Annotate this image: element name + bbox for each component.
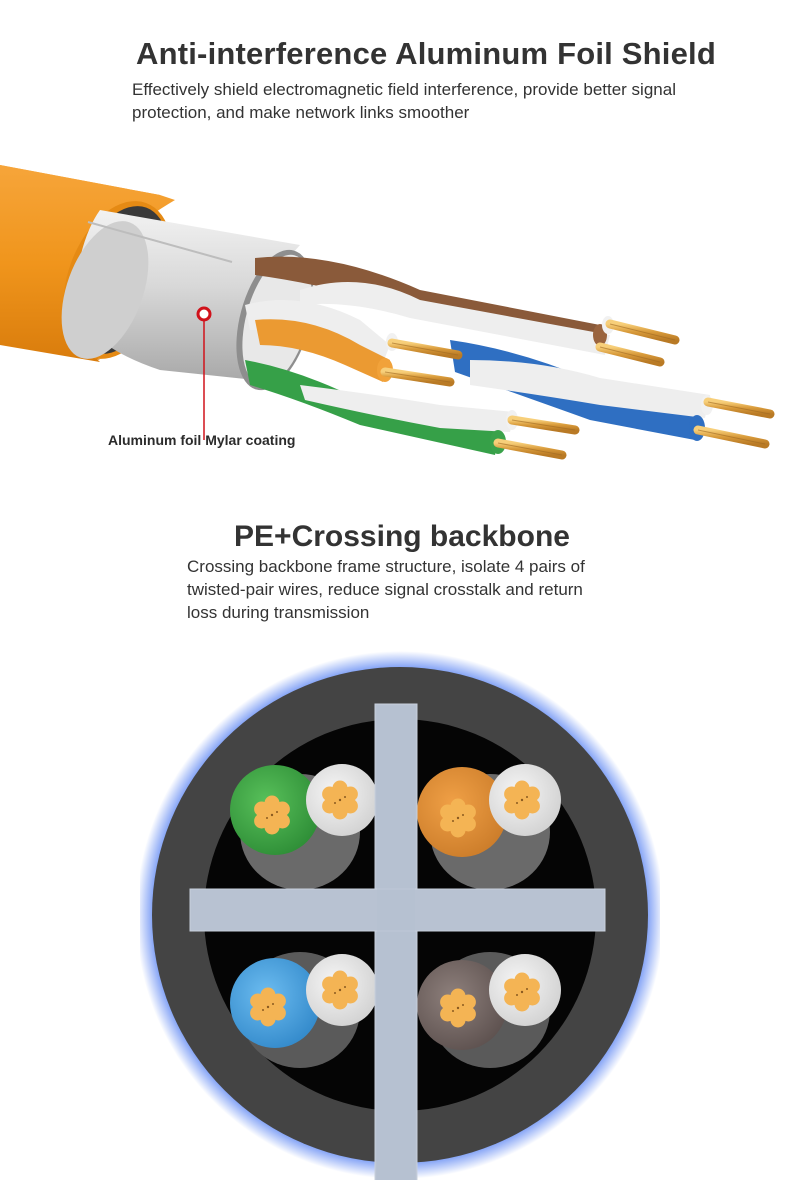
section1-description: Effectively shield electromagnetic field… [132,78,732,124]
pair-brown [417,952,561,1068]
cable-cross-section-illustration [140,640,660,1180]
cable-cutaway-icon [0,165,775,460]
section2-description-line2: twisted-pair wires, reduce signal crosst… [187,580,583,599]
callout-label: Aluminum foil Mylar coating [108,432,296,448]
section2-description: Crossing backbone frame structure, isola… [187,555,627,624]
section2-description-line3: loss during transmission [187,603,370,622]
section1-description-line1: Effectively shield electromagnetic field… [132,80,676,99]
pair-blue [230,952,378,1068]
section2-title: PE+Crossing backbone [234,520,570,553]
section1-title: Anti-interference Aluminum Foil Shield [136,36,716,71]
section1-description-line2: protection, and make network links smoot… [132,103,470,122]
pair-orange [417,764,561,890]
cross-section-icon [140,651,660,1180]
section2-description-line1: Crossing backbone frame structure, isola… [187,557,585,576]
callout-marker-icon [196,306,212,322]
pair-green [230,764,378,890]
shielded-cable-illustration [0,130,790,470]
